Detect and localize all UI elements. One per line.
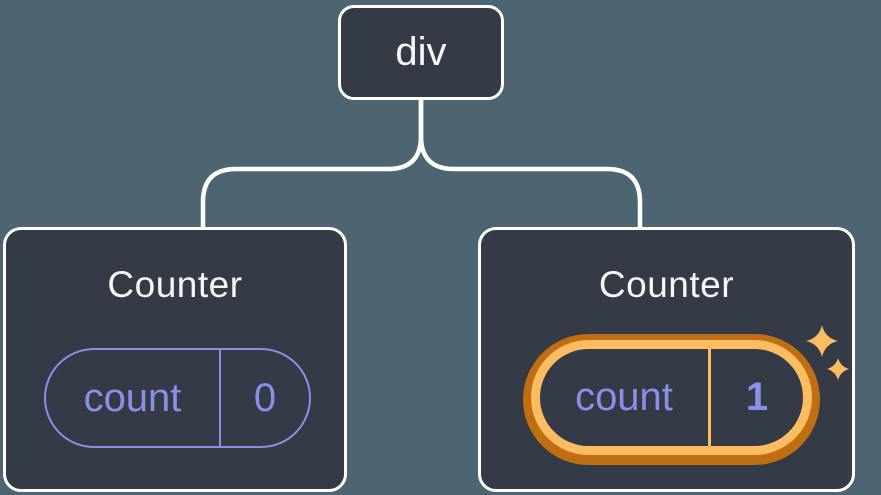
root-node: div (338, 5, 504, 100)
state-pill: count 0 (44, 348, 311, 448)
connector-right-branch (418, 95, 643, 233)
sparkles-icon (806, 325, 849, 380)
state-pill-highlighted: count 1 (540, 349, 803, 446)
state-highlight-ring: count 1 (523, 334, 820, 465)
root-node-label: div (395, 30, 447, 74)
state-value: 0 (253, 375, 277, 420)
state-name-label: count (575, 375, 673, 419)
counter-node-left: Counter count 0 (3, 227, 347, 492)
state-pill-divider (219, 350, 221, 446)
counter-title: Counter (598, 264, 735, 305)
state-value: 1 (745, 375, 769, 419)
counter-node-right: Counter count 1 (478, 227, 855, 492)
counter-title: Counter (107, 264, 243, 305)
sparkle-large (806, 325, 838, 357)
state-name-label: count (83, 375, 182, 420)
state-highlight-ring-inner: count 1 (531, 340, 812, 455)
sparkle-small (827, 358, 849, 380)
connector-left-branch (200, 95, 424, 233)
state-pill-divider (708, 349, 711, 446)
